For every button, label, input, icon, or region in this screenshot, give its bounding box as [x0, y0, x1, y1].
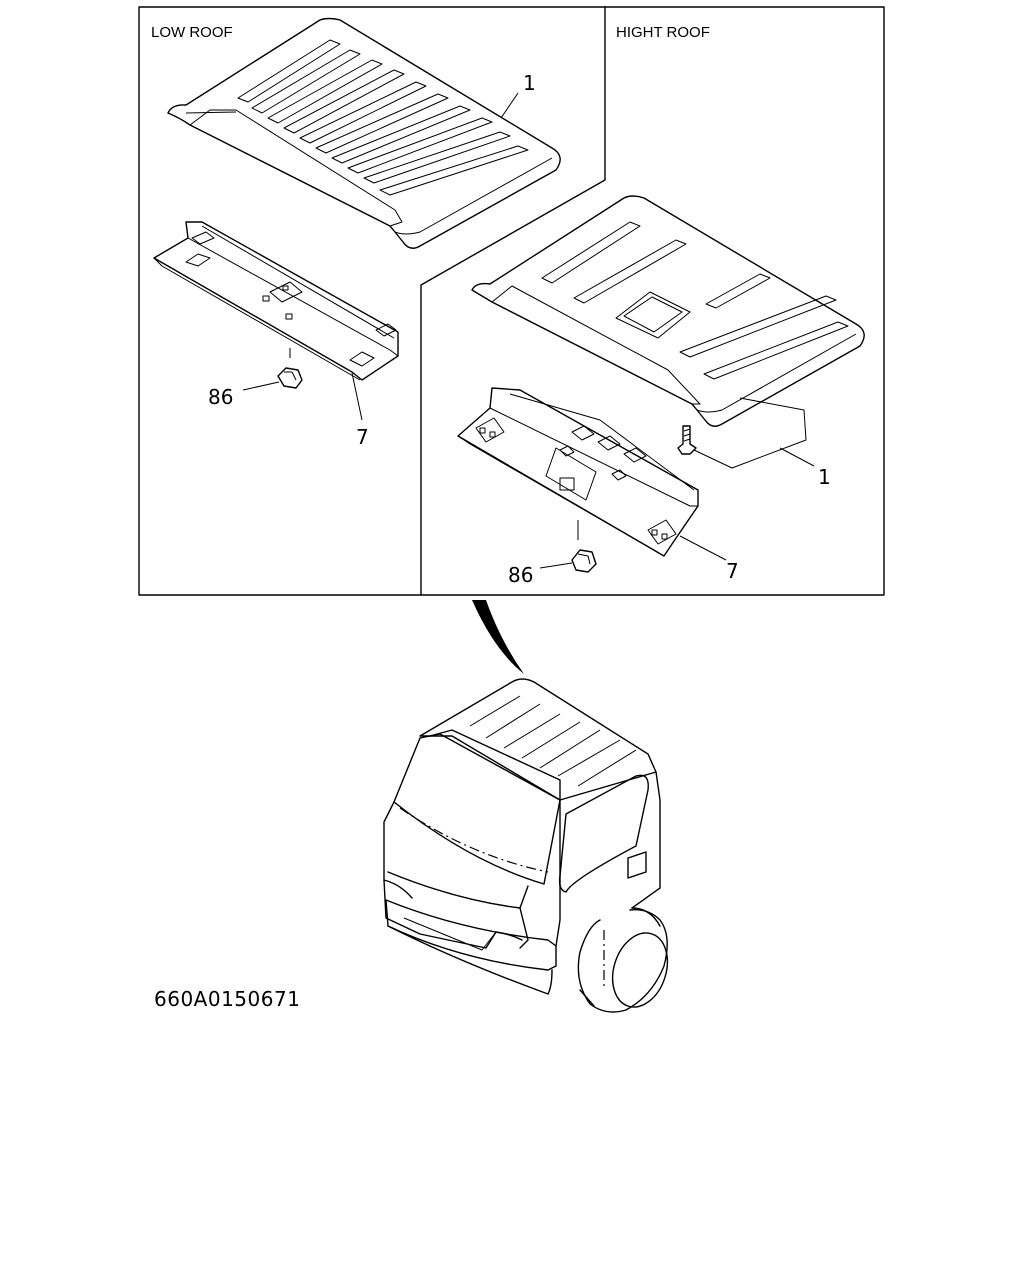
callout-high-bracket: 7 [726, 559, 739, 583]
callout-low-headliner: 1 [523, 71, 536, 95]
truck-cab-illustration [383, 678, 669, 1013]
callout-low-clip: 86 [208, 385, 233, 409]
high-bracket-leader [679, 535, 727, 561]
pointer-arrow [472, 600, 524, 674]
figure-code: 660A0150671 [154, 987, 300, 1011]
callout-high-headliner: 1 [818, 465, 831, 489]
high-roof-title: HIGHT ROOF [616, 24, 710, 41]
callout-high-clip: 86 [508, 563, 533, 587]
low-bracket-leader [351, 372, 363, 421]
high-roof-clip [571, 549, 597, 573]
high-clip-leader [539, 562, 573, 569]
callout-low-bracket: 7 [356, 425, 369, 449]
low-roof-clip [277, 367, 303, 389]
high-roof-bracket [457, 387, 699, 557]
diagram-frame [138, 6, 885, 596]
high-headliner-fastener-area [693, 397, 807, 469]
high-headliner-leader [779, 447, 815, 467]
low-roof-title: LOW ROOF [151, 24, 233, 41]
high-roof-headliner-panel [471, 195, 865, 427]
low-roof-bracket [153, 221, 399, 381]
high-roof-screw [677, 425, 697, 455]
low-clip-leader [242, 381, 280, 391]
low-roof-headliner-panel [167, 17, 561, 249]
